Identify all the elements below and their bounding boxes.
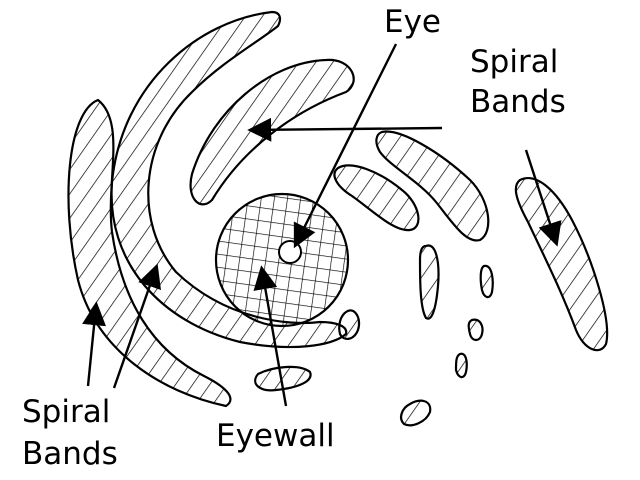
fragment-band-1	[418, 244, 440, 320]
fragment-band-6	[254, 365, 312, 392]
eye-label: Eye	[384, 4, 442, 40]
spiral-bands-pointer-left-outer	[82, 301, 107, 387]
spiral-bands-label-left-line2: Bands	[22, 436, 118, 472]
spiral-bands-label-right-line2: Bands	[470, 84, 566, 120]
fragment-band-7	[338, 309, 361, 340]
right-inner-band	[333, 164, 420, 232]
fragment-band-4	[454, 352, 468, 379]
fragment-band-2	[479, 264, 494, 299]
far-right-band	[514, 177, 609, 352]
spiral-bands-pointer-left-inner	[112, 263, 161, 389]
eyewall-label: Eyewall	[216, 418, 335, 454]
fragment-band-5	[400, 399, 432, 427]
eye-shape	[278, 240, 302, 264]
spiral-bands-pointer-upper	[247, 117, 443, 142]
eyewall-pointer	[253, 265, 288, 407]
upper-spiral-band	[189, 58, 355, 206]
fragment-band-3	[467, 318, 484, 342]
right-middle-band	[375, 130, 490, 242]
main-spiral-band	[110, 10, 348, 349]
spiral-bands-label-left-line1: Spiral	[22, 394, 111, 430]
spiral-bands-label-right-line1: Spiral	[470, 44, 559, 80]
eye-pointer	[293, 43, 398, 249]
outer-left-spiral-band	[67, 98, 232, 408]
spiral-bands-pointer-right	[524, 149, 562, 247]
